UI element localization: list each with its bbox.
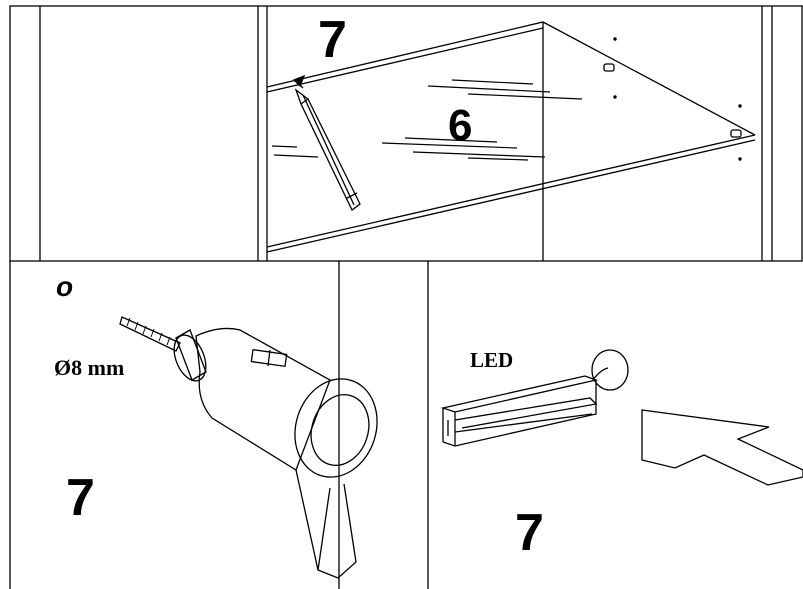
pencil-icon bbox=[292, 74, 361, 211]
drill-bit-icon bbox=[119, 316, 181, 352]
direction-arrow-icon bbox=[641, 409, 803, 486]
led-label: LED bbox=[470, 348, 513, 372]
pin-holes bbox=[613, 37, 742, 161]
led-connector-circle bbox=[591, 349, 629, 391]
shelf-front-edge bbox=[266, 134, 756, 248]
shelf-top-edge bbox=[266, 21, 756, 136]
shelf-number: 6 bbox=[448, 101, 472, 150]
bottom-left-panel bbox=[9, 261, 429, 589]
top-step-number: 7 bbox=[318, 11, 347, 69]
top-panel-frame bbox=[9, 5, 803, 262]
shelf-pin-rear bbox=[603, 63, 615, 72]
drill-size-label: Ø8 mm bbox=[54, 355, 124, 380]
bottom-right-panel bbox=[440, 349, 803, 486]
corner-mark: o bbox=[56, 271, 73, 302]
drill-icon bbox=[173, 327, 378, 579]
shelf-front-edge-2 bbox=[266, 139, 756, 253]
shelf-gloss-lines bbox=[271, 79, 583, 161]
shelf-pin-front bbox=[730, 129, 742, 138]
top-panel bbox=[9, 5, 803, 262]
led-profile-icon bbox=[440, 349, 629, 447]
bottom-left-step-number: 7 bbox=[66, 469, 95, 527]
shelf-back-edge-2 bbox=[266, 27, 544, 93]
bottom-right-step-number: 7 bbox=[515, 504, 544, 562]
